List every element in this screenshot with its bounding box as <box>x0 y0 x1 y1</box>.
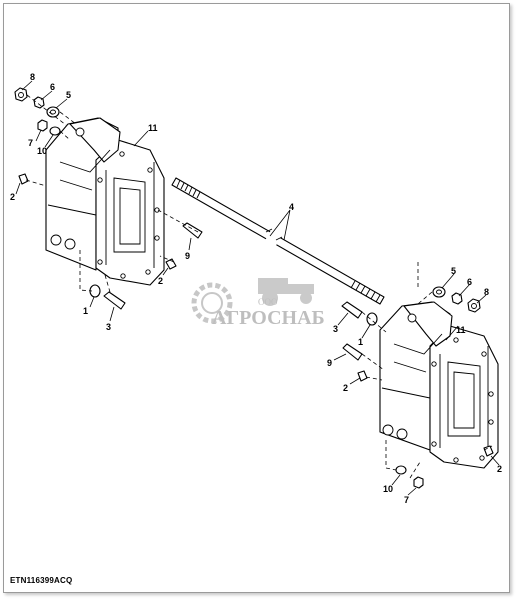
bolt-3-left <box>103 291 126 310</box>
callout-7-left: 7 <box>28 138 33 148</box>
callout-5-left: 5 <box>66 90 71 100</box>
right-bracket-housing <box>379 301 499 469</box>
callout-9-left: 9 <box>185 251 190 261</box>
leader-lines <box>15 80 500 496</box>
tractor-logo-icon <box>258 278 314 306</box>
gear-logo-icon <box>191 282 233 324</box>
plug-2-left-bottom <box>165 258 177 270</box>
callout-10-right: 10 <box>383 484 393 494</box>
callout-1-left: 1 <box>83 306 88 316</box>
callout-8-left: 8 <box>30 72 35 82</box>
callout-2-right-top: 2 <box>343 383 348 393</box>
callout-6-left: 6 <box>50 82 55 92</box>
washer-10-right <box>395 465 407 475</box>
callout-3-right: 3 <box>333 324 338 334</box>
callout-2-left-bottom: 2 <box>158 276 163 286</box>
callout-11-left: 11 <box>148 123 158 133</box>
callout-3-left: 3 <box>106 322 111 332</box>
bolt-9-left <box>182 222 203 239</box>
nut-7-left <box>37 119 48 132</box>
left-bracket-housing <box>45 117 165 286</box>
watermark-main-text: АГРОСНАБ <box>212 307 325 329</box>
callout-11-right: 11 <box>456 325 466 335</box>
agrosnab-watermark: ООО АГРОСНАБ <box>191 278 325 329</box>
callout-2-left-top: 2 <box>10 192 15 202</box>
callout-labels: 8 6 5 7 10 11 2 9 2 1 3 4 5 6 8 3 1 11 9… <box>10 72 502 505</box>
watermark-small-text: ООО <box>258 297 278 307</box>
callout-8-right: 8 <box>484 287 489 297</box>
callout-6-right: 6 <box>467 277 472 287</box>
callout-5-right: 5 <box>451 266 456 276</box>
plug-2-right-top <box>357 370 368 382</box>
right-hardware <box>341 286 494 489</box>
callout-2-right-bottom: 2 <box>497 464 502 474</box>
nut-7-right <box>413 476 424 489</box>
washer-10-left <box>49 126 61 136</box>
callout-10-left: 10 <box>37 146 47 156</box>
plug-2-left-top <box>18 173 29 185</box>
alignment-lines <box>25 94 493 479</box>
callout-4: 4 <box>289 202 294 212</box>
callout-9-right: 9 <box>327 358 332 368</box>
tie-rod <box>171 177 385 305</box>
callout-7-right: 7 <box>404 495 409 505</box>
callout-1-right: 1 <box>358 337 363 347</box>
bolt-3-right <box>341 301 363 319</box>
figure-code: ETN116399ACQ <box>10 576 73 585</box>
